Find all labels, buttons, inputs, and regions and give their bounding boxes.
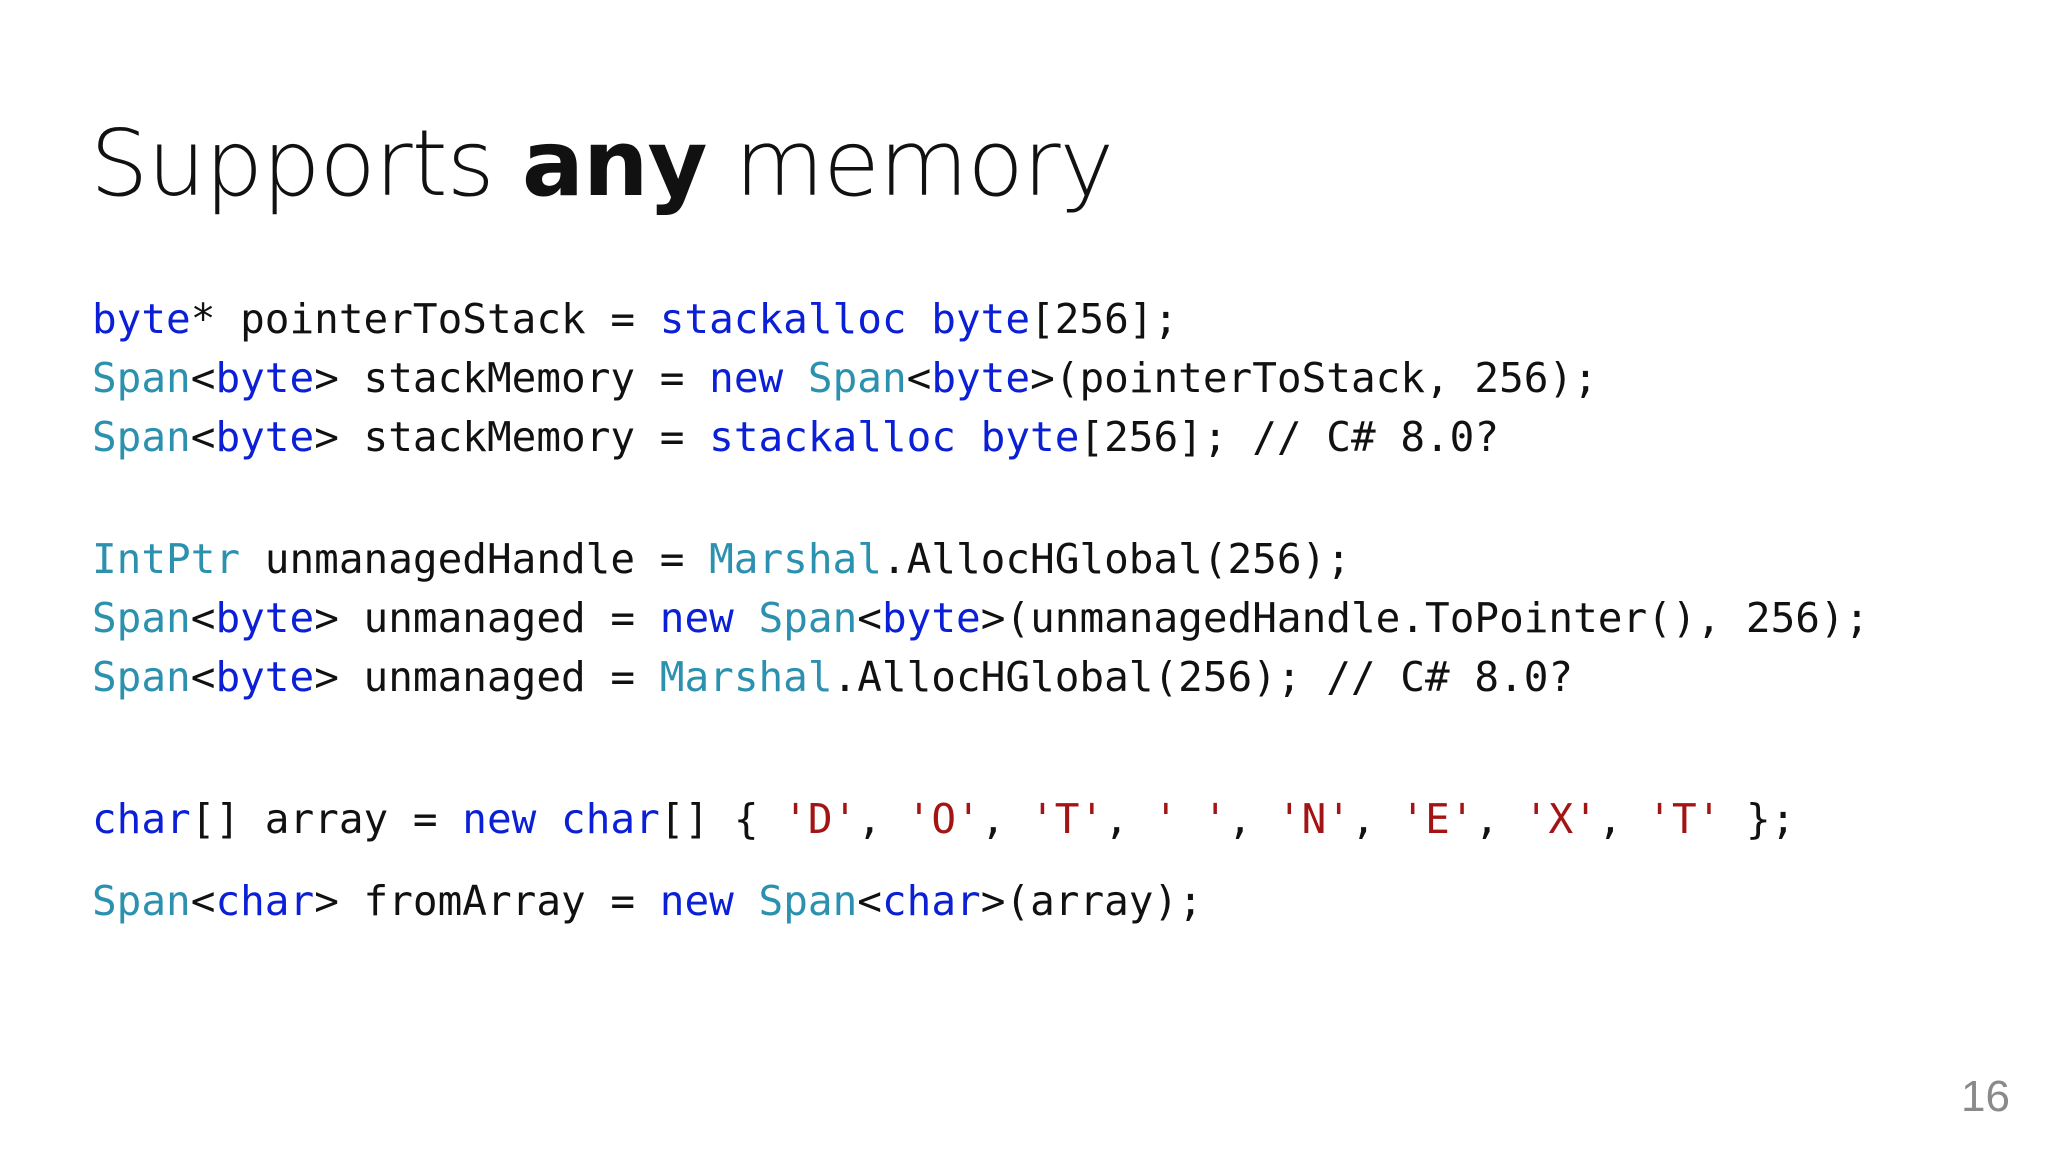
code-text [907,295,932,343]
code-text: >(unmanagedHandle.ToPointer(), 256); [980,594,1870,642]
code-type: IntPtr [92,535,241,583]
code-keyword: stackalloc [709,413,956,461]
code-text: .AllocHGlobal(256); [881,535,1351,583]
code-text: > unmanaged = [314,594,660,642]
code-keyword: byte [980,413,1080,461]
code-char-literal: 'D' [783,795,858,843]
code-type: Span [92,594,191,642]
code-keyword: char [561,795,660,843]
code-keyword: stackalloc [659,295,907,343]
code-text: [256]; [1030,295,1179,343]
code-text: unmanagedHandle = [240,535,710,583]
code-keyword: char [92,795,191,843]
code-char-literal: 'O' [906,795,981,843]
code-keyword: new [659,877,734,925]
code-text: , [1474,795,1524,843]
code-text [734,877,759,925]
code-type: Span [92,413,191,461]
code-block-stack: byte* pointerToStack = stackalloc byte[2… [92,290,1598,467]
code-text: , [1351,795,1401,843]
code-text: >(array); [980,877,1203,925]
code-text: , [857,795,907,843]
code-keyword: new [709,354,784,402]
code-line: Span<char> fromArray = new Span<char>(ar… [92,872,1203,931]
code-text: < [190,877,216,925]
code-type: Span [92,877,191,925]
code-text: * pointerToStack = [190,295,660,343]
code-text: }; [1721,795,1796,843]
code-line: Span<byte> stackMemory = new Span<byte>(… [92,349,1598,408]
title-text-emphasis: any [521,110,708,217]
code-text: > stackMemory = [314,413,710,461]
code-keyword: char [215,877,315,925]
code-text: < [906,354,932,402]
code-text: < [857,877,882,925]
code-keyword: byte [92,295,191,343]
code-line: Span<byte> unmanaged = new Span<byte>(un… [92,589,1869,648]
code-text: >(pointerToStack, 256); [1030,354,1598,402]
code-text [734,594,759,642]
code-keyword: char [881,877,981,925]
code-char-literal: 'T' [1647,795,1722,843]
code-keyword: byte [215,413,315,461]
code-block-from-array: Span<char> fromArray = new Span<char>(ar… [92,872,1203,931]
code-type: Span [807,354,907,402]
code-type: Span [758,877,858,925]
code-text: , [1104,795,1154,843]
code-keyword: new [462,795,537,843]
code-text: < [190,594,216,642]
code-text [956,413,981,461]
code-text [536,795,561,843]
code-keyword: byte [215,594,315,642]
code-type: Span [758,594,858,642]
code-line: byte* pointerToStack = stackalloc byte[2… [92,290,1598,349]
code-keyword: byte [931,295,1031,343]
code-text: < [190,354,216,402]
code-text: .AllocHGlobal(256); // C# 8.0? [832,653,1574,701]
code-text: < [857,594,882,642]
code-text: > unmanaged = [314,653,660,701]
title-text-pre: Supports [90,110,522,217]
code-type: Span [92,653,191,701]
code-type: Marshal [659,653,833,701]
code-line: char[] array = new char[] { 'D', 'O', 'T… [92,790,1795,849]
code-type: Marshal [709,535,882,583]
code-type: Span [92,354,191,402]
code-text: > stackMemory = [314,354,710,402]
code-line: Span<byte> unmanaged = Marshal.AllocHGlo… [92,648,1869,707]
title-text-post: memory [706,110,1114,217]
slide-title: Supports any memory [90,118,1114,210]
code-block-unmanaged: IntPtr unmanagedHandle = Marshal.AllocHG… [92,530,1869,707]
code-char-literal: ' ' [1153,795,1228,843]
code-text: [256]; // C# 8.0? [1079,413,1500,461]
code-line: IntPtr unmanagedHandle = Marshal.AllocHG… [92,530,1869,589]
code-line: Span<byte> stackMemory = stackalloc byte… [92,408,1598,467]
code-text: , [1227,795,1277,843]
page-number: 16 [1961,1072,2010,1121]
code-keyword: byte [881,594,981,642]
code-text [783,354,808,402]
code-char-literal: 'N' [1276,795,1352,843]
code-text: [] array = [190,795,463,843]
code-text: < [190,653,216,701]
code-keyword: byte [215,354,315,402]
code-block-array: char[] array = new char[] { 'D', 'O', 'T… [92,790,1795,849]
code-text: , [980,795,1031,843]
code-text: > fromArray = [314,877,660,925]
code-keyword: new [659,594,734,642]
code-char-literal: 'X' [1523,795,1598,843]
code-text: , [1597,795,1648,843]
code-text: [] { [659,795,784,843]
code-char-literal: 'T' [1030,795,1105,843]
code-keyword: byte [215,653,315,701]
code-text: < [190,413,216,461]
code-char-literal: 'E' [1400,795,1475,843]
code-keyword: byte [931,354,1031,402]
